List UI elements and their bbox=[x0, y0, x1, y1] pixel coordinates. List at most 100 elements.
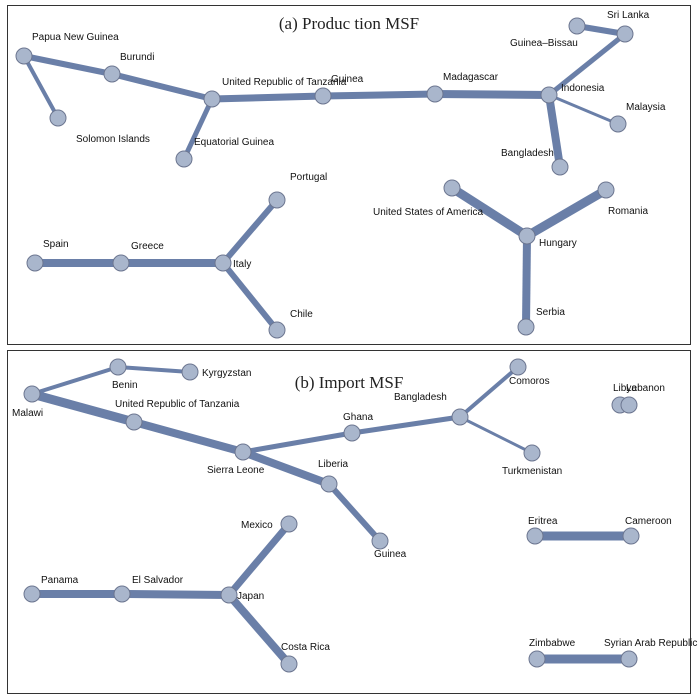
edge-hun-srb bbox=[522, 235, 531, 328]
edge-tza-eqg bbox=[181, 97, 215, 161]
node-label-slv: El Salvador bbox=[132, 575, 184, 586]
node-label-lbn: Lebanon bbox=[626, 383, 665, 394]
edge-ita-chl bbox=[220, 261, 280, 332]
node-label-kgz: Kyrgyzstan bbox=[202, 368, 251, 379]
node-label-eqg: Equatorial Guinea bbox=[194, 137, 274, 148]
node-label-mex: Mexico bbox=[241, 520, 273, 531]
node-eqg bbox=[175, 150, 193, 168]
node-chl bbox=[268, 321, 286, 339]
edge-bur-tza bbox=[111, 71, 213, 102]
node-label-usa: United States of America bbox=[373, 207, 483, 218]
node-label-cri: Costa Rica bbox=[281, 642, 330, 653]
node-ita bbox=[214, 254, 232, 272]
node-label-mys: Malaysia bbox=[626, 102, 666, 113]
edge-sle-gha bbox=[242, 430, 353, 455]
edge-lbr-gin bbox=[326, 481, 383, 544]
edge-hun-rou bbox=[524, 186, 609, 240]
node-zwe bbox=[528, 650, 546, 668]
edge-ita-prt bbox=[220, 198, 280, 265]
node-label-lka: Sri Lanka bbox=[607, 10, 650, 21]
edge-mwi-tza bbox=[30, 389, 136, 427]
node-sle bbox=[234, 443, 252, 461]
node-grc bbox=[112, 254, 130, 272]
node-label-srb: Serbia bbox=[536, 307, 565, 318]
node-label-cmr: Cameroon bbox=[625, 516, 672, 527]
node-label-mwi: Malawi bbox=[12, 408, 43, 419]
edge-gha-bgd bbox=[351, 414, 461, 436]
edge-idn-bgd bbox=[545, 94, 564, 168]
node-srb bbox=[517, 318, 535, 336]
node-label-lbr: Liberia bbox=[318, 459, 348, 470]
node-rou bbox=[597, 181, 615, 199]
node-prt bbox=[268, 191, 286, 209]
edge-jpn-cri bbox=[225, 592, 293, 667]
node-pan bbox=[23, 585, 41, 603]
node-jpn bbox=[220, 586, 238, 604]
node-tkm bbox=[523, 444, 541, 462]
node-label-zwe: Zimbabwe bbox=[529, 638, 576, 649]
node-label-ita: Italy bbox=[233, 259, 251, 270]
node-label-gha: Ghana bbox=[343, 412, 373, 423]
edge-tza-sle bbox=[132, 418, 245, 456]
node-label-chl: Chile bbox=[290, 309, 313, 320]
node-label-jpn: Japan bbox=[237, 591, 264, 602]
node-bgd bbox=[551, 158, 569, 176]
edges bbox=[30, 365, 631, 667]
edge-mdg-idn bbox=[434, 90, 550, 99]
node-gha bbox=[343, 424, 361, 442]
node-gin bbox=[314, 87, 332, 105]
node-mex bbox=[280, 515, 298, 533]
node-esp bbox=[26, 254, 44, 272]
node-label-idn: Indonesia bbox=[561, 83, 605, 94]
edge-jpn-mex bbox=[226, 521, 292, 598]
node-label-mdg: Madagascar bbox=[443, 72, 499, 83]
node-label-eri: Eritrea bbox=[528, 516, 558, 527]
node-kgz bbox=[181, 363, 199, 381]
node-label-tza: United Republic of Tanzania bbox=[115, 399, 240, 410]
edge-usa-hun bbox=[449, 184, 530, 240]
node-syr bbox=[620, 650, 638, 668]
node-hun bbox=[518, 227, 536, 245]
node-com bbox=[509, 358, 527, 376]
node-label-lby: Libya bbox=[613, 383, 637, 394]
node-png bbox=[15, 47, 33, 65]
node-mdg bbox=[426, 85, 444, 103]
edge-bgd-tkm bbox=[459, 415, 533, 455]
panel-title-import: (b) Import MSF bbox=[294, 373, 404, 392]
node-label-bgd: Bangladesh bbox=[501, 148, 554, 159]
node-ben bbox=[109, 358, 127, 376]
node-label-png: Papua New Guinea bbox=[32, 32, 119, 43]
node-label-prt: Portugal bbox=[290, 172, 327, 183]
node-label-gin: Guinea bbox=[374, 549, 407, 560]
node-label-bgd: Bangladesh bbox=[394, 392, 447, 403]
edge-png-bur bbox=[23, 53, 113, 77]
node-label-gin: Guinea bbox=[331, 74, 364, 85]
edge-sle-lbr bbox=[241, 448, 331, 488]
node-mwi bbox=[23, 385, 41, 403]
node-bur bbox=[103, 65, 121, 83]
node-bgd bbox=[451, 408, 469, 426]
node-gnb bbox=[568, 17, 586, 35]
node-tza bbox=[203, 90, 221, 108]
node-slv bbox=[113, 585, 131, 603]
node-label-gnb: Guinea–Bissau bbox=[510, 38, 578, 49]
node-tza bbox=[125, 413, 143, 431]
node-label-bur: Burundi bbox=[120, 52, 154, 63]
edge-gin-mdg bbox=[322, 90, 436, 100]
edge-bgd-com bbox=[458, 365, 520, 419]
edge-png-sol bbox=[22, 55, 60, 119]
edge-ben-kgz bbox=[117, 365, 191, 374]
node-lbr bbox=[320, 475, 338, 493]
node-label-tkm: Turkmenistan bbox=[502, 466, 562, 477]
node-label-tza: United Republic of Tanzania bbox=[222, 77, 347, 88]
node-label-syr: Syrian Arab Republic bbox=[604, 638, 697, 649]
node-lbn bbox=[620, 396, 638, 414]
edge-idn-lka bbox=[547, 32, 627, 97]
node-label-rou: Romania bbox=[608, 206, 648, 217]
edge-tza-gin bbox=[211, 92, 324, 103]
edges bbox=[22, 23, 627, 332]
node-label-hun: Hungary bbox=[539, 238, 577, 249]
